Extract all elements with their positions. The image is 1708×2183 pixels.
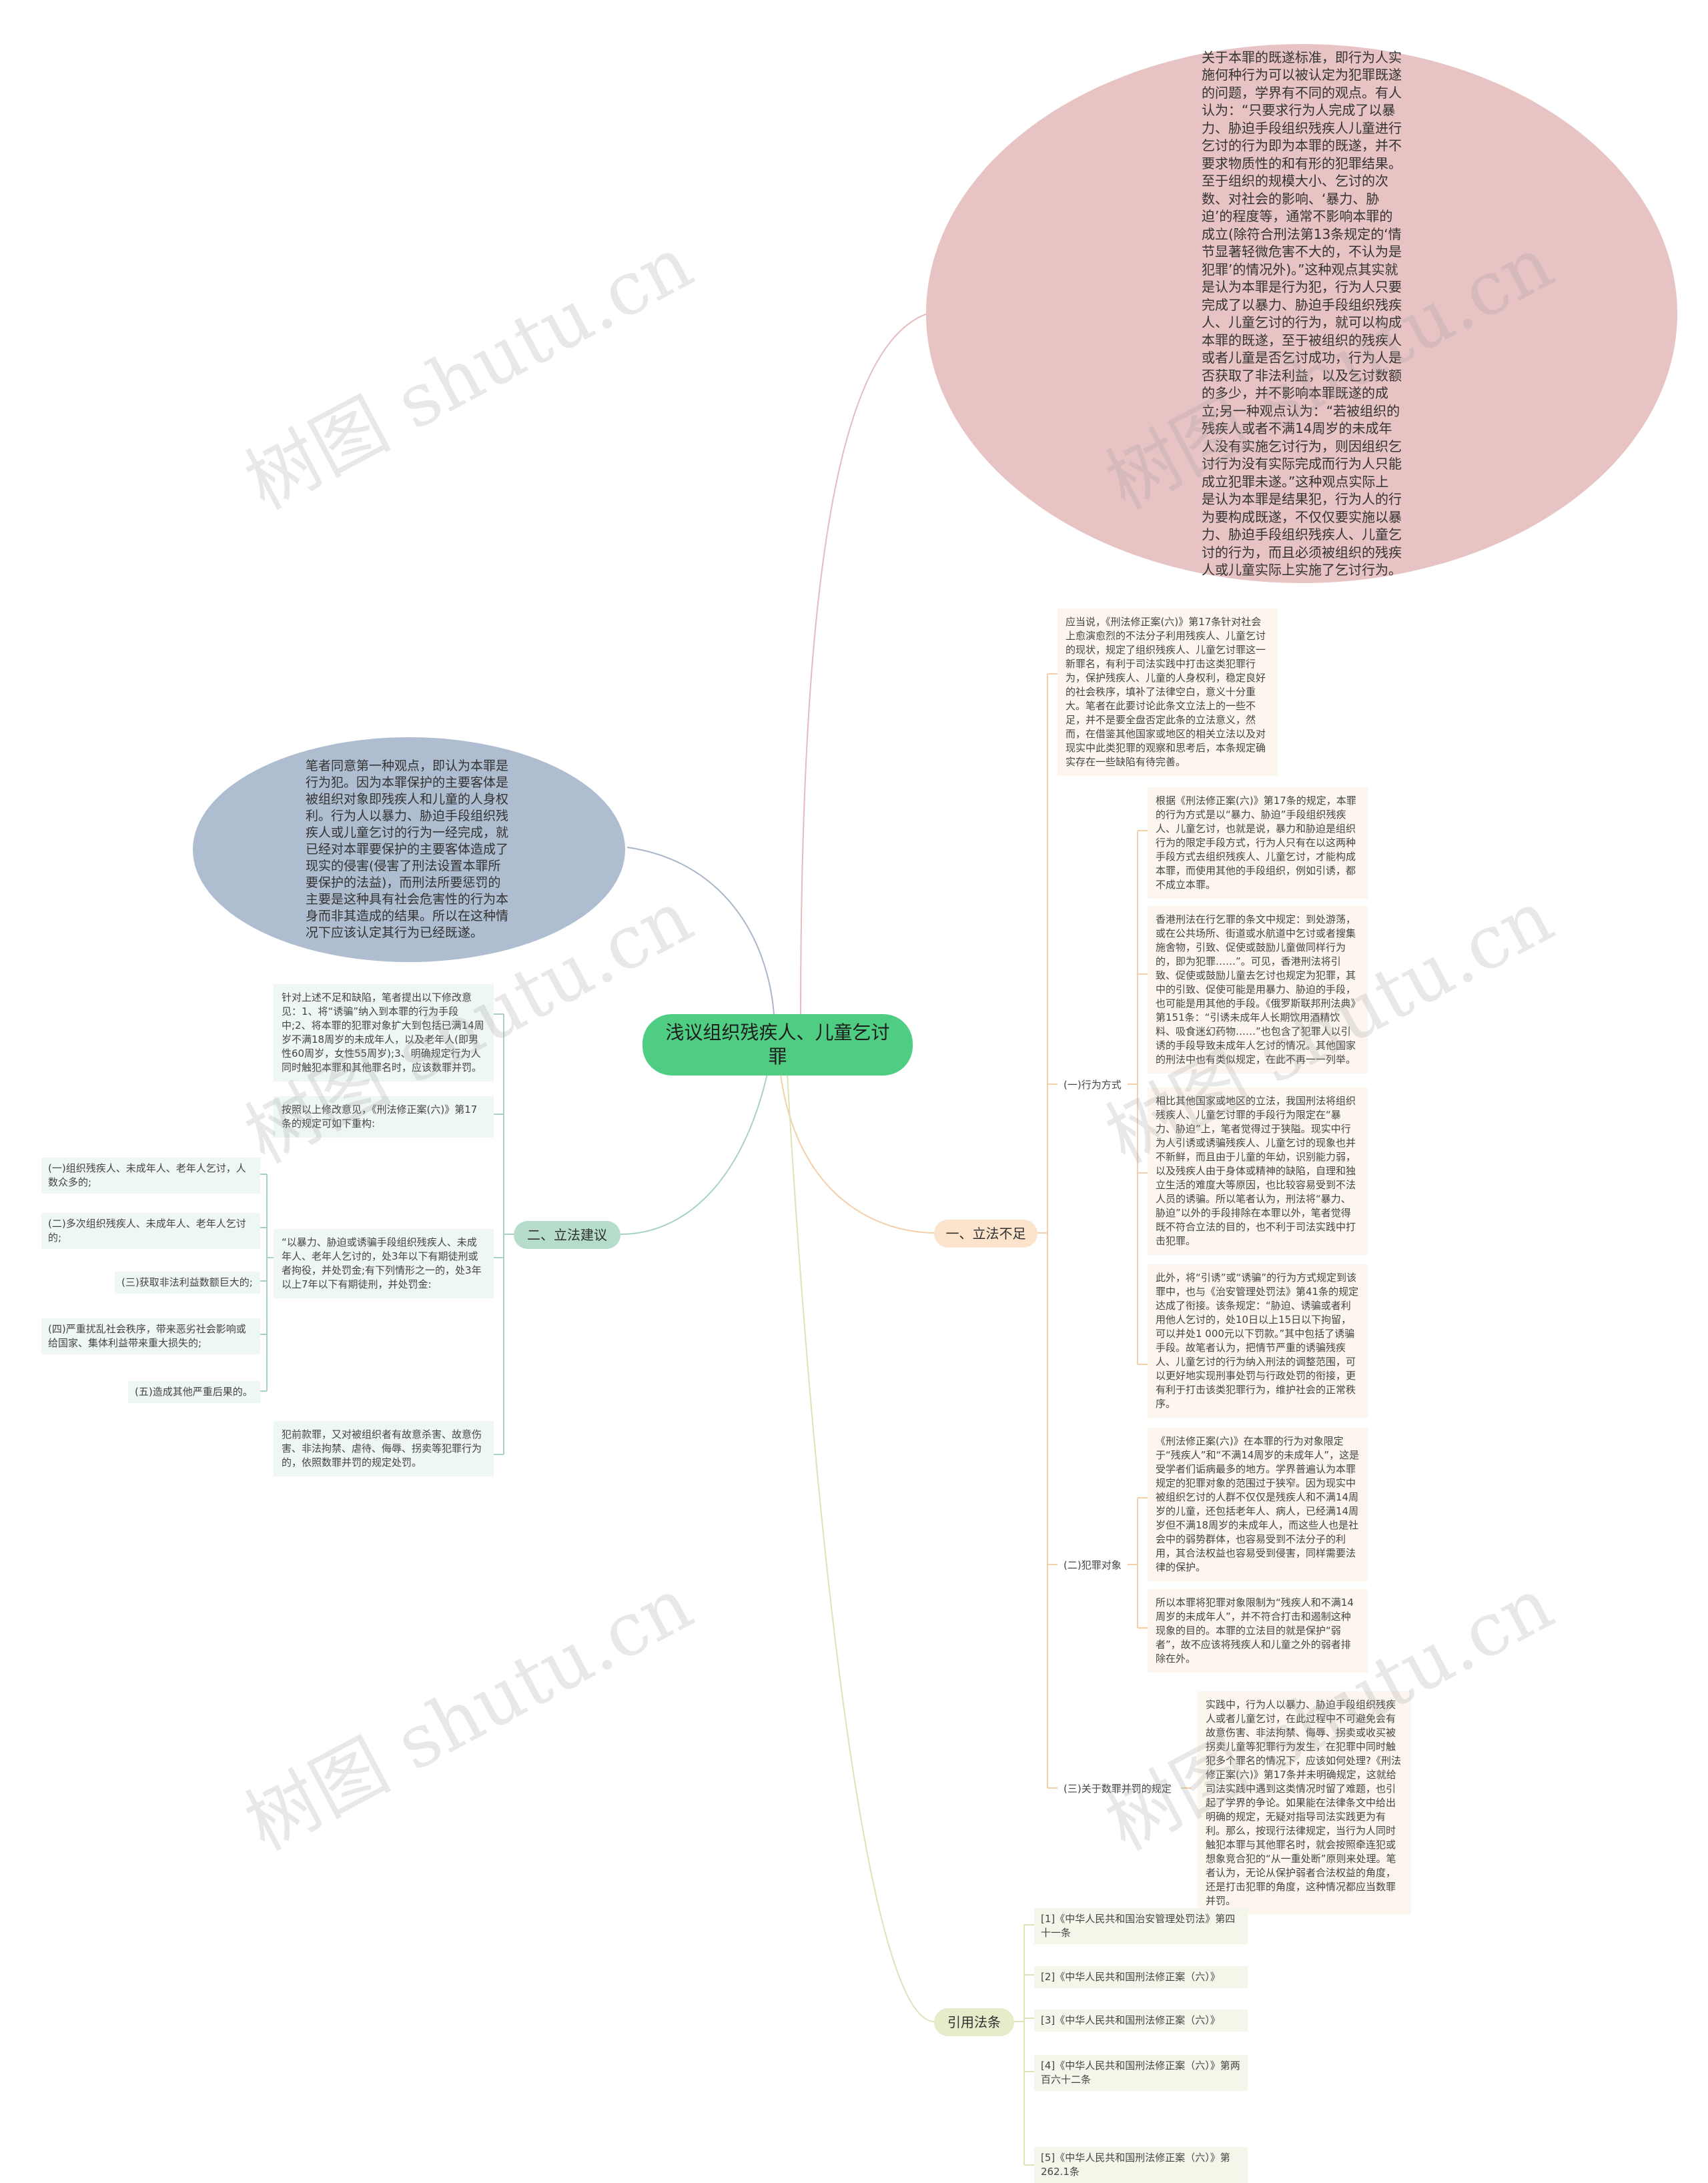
shortcomings-intro-text: 应当说，《刑法修正案(六)》第17条针对社会上愈演愈烈的不法分子利用残疾人、儿童…	[1065, 616, 1266, 768]
pink-ellipse-node[interactable]: 关于本罪的既遂标准，即行为人实施何种行为可以被认定为犯罪既遂的问题，学界有不同的…	[926, 44, 1677, 583]
reference-item-2[interactable]: [2]《中华人民共和国刑法修正案（六）》	[1034, 1966, 1248, 1988]
branch-references[interactable]: 引用法条	[934, 2008, 1014, 2036]
behavior-card-1-text: 根据《刑法修正案(六)》第17条的规定，本罪的行为方式是以“暴力、胁迫”手段组织…	[1156, 795, 1356, 891]
legislation-item-4-text: (四)严重扰乱社会秩序，带来恶劣社会影响或给国家、集体利益带来重大损失的;	[48, 1323, 246, 1349]
legislation-card-3-text: “以暴力、胁迫或诱骗手段组织残疾人、未成年人、老年人乞讨的，处3年以下有期徒刑或…	[282, 1236, 482, 1290]
central-topic-label: 浅议组织残疾人、儿童乞讨罪	[665, 1021, 890, 1067]
link-center-references	[787, 1073, 935, 2022]
legislation-item-1-text: (一)组织残疾人、未成年人、老年人乞讨，人数众多的;	[48, 1162, 246, 1188]
branch-references-label: 引用法条	[947, 2014, 1001, 2030]
reference-item-1[interactable]: [1]《中华人民共和国治安管理处罚法》第四十一条	[1034, 1908, 1248, 1944]
behavior-card-1: 根据《刑法修正案(六)》第17条的规定，本罪的行为方式是以“暴力、胁迫”手段组织…	[1148, 787, 1368, 899]
link-center-legislation	[620, 1073, 768, 1235]
legislation-card-2: 按照以上修改意见，《刑法修正案(六)》第17条的规定可如下重构:	[274, 1096, 494, 1138]
reference-item-4-text: [4]《中华人民共和国刑法修正案（六）》第两百六十二条	[1041, 2060, 1240, 2086]
object-card-2-text: 所以本罪将犯罪对象限制为“残疾人和不满14周岁的未成年人”，并不符合打击和遏制这…	[1156, 1597, 1354, 1665]
behavior-card-2: 香港刑法在行乞罪的条文中规定：到处游荡，或在公共场所、街道或水航道中乞讨或者搜集…	[1148, 906, 1368, 1073]
reference-item-5-text: [5]《中华人民共和国刑法修正案（六）》第262.1条	[1041, 2152, 1230, 2178]
legislation-item-1: (一)组织残疾人、未成年人、老年人乞讨，人数众多的;	[41, 1158, 260, 1194]
behavior-card-4: 此外，将“引诱”或“诱骗”的行为方式规定到该罪中，也与《治安管理处罚法》第41条…	[1148, 1264, 1368, 1418]
combined-card-1-text: 实践中，行为人以暴力、胁迫手段组织残疾人或者儿童乞讨，在此过程中不可避免会有故意…	[1206, 1699, 1401, 1907]
behavior-card-3: 相比其他国家或地区的立法，我国刑法将组织残疾人、儿童乞讨罪的手段行为限定在“暴力…	[1148, 1087, 1368, 1255]
branch-legislation[interactable]: 二、立法建议	[514, 1221, 620, 1249]
object-card-1-text: 《刑法修正案(六)》在本罪的行为对象限定于“残疾人”和“不满14周岁的未成年人”…	[1156, 1435, 1360, 1573]
legislation-item-2: (二)多次组织残疾人、未成年人、老年人乞讨的;	[41, 1213, 260, 1249]
legislation-item-5: (五)造成其他严重后果的。	[128, 1381, 260, 1403]
object-card-2: 所以本罪将犯罪对象限制为“残疾人和不满14周岁的未成年人”，并不符合打击和遏制这…	[1148, 1589, 1368, 1673]
reference-item-5[interactable]: [5]《中华人民共和国刑法修正案（六）》第262.1条	[1034, 2147, 1248, 2183]
slate-ellipse-text: 笔者同意第一种观点，即认为本罪是行为犯。因为本罪保护的主要客体是被组织对象即残疾…	[306, 759, 509, 940]
branch-shortcomings-label: 一、立法不足	[945, 1226, 1026, 1242]
slate-ellipse-node[interactable]: 笔者同意第一种观点，即认为本罪是行为犯。因为本罪保护的主要客体是被组织对象即残疾…	[193, 737, 625, 962]
reference-item-3[interactable]: [3]《中华人民共和国刑法修正案（六）》	[1034, 2010, 1248, 2032]
legislation-card-4-text: 犯前款罪，又对被组织者有故意杀害、故意伤害、非法拘禁、虐待、侮辱、拐卖等犯罪行为…	[282, 1428, 482, 1468]
legislation-item-3-text: (三)获取非法利益数额巨大的;	[121, 1276, 253, 1288]
behavior-card-2-text: 香港刑法在行乞罪的条文中规定：到处游荡，或在公共场所、街道或水航道中乞讨或者搜集…	[1156, 913, 1356, 1065]
sub-crime-object[interactable]: (二)犯罪对象	[1061, 1557, 1128, 1573]
sub-combined-punishment[interactable]: (三)关于数罪并罚的规定	[1061, 1781, 1184, 1797]
combined-card-1: 实践中，行为人以暴力、胁迫手段组织残疾人或者儿童乞讨，在此过程中不可避免会有故意…	[1198, 1691, 1411, 1915]
pink-ellipse-text: 关于本罪的既遂标准，即行为人实施何种行为可以被认定为犯罪既遂的问题，学界有不同的…	[1202, 49, 1402, 578]
legislation-card-1-text: 针对上述不足和缺陷，笔者提出以下修改意见：1、将“诱骗”纳入到本罪的行为手段中;…	[282, 991, 484, 1073]
behavior-card-4-text: 此外，将“引诱”或“诱骗”的行为方式规定到该罪中，也与《治安管理处罚法》第41条…	[1156, 1272, 1359, 1410]
reference-item-3-text: [3]《中华人民共和国刑法修正案（六）》	[1041, 2014, 1220, 2026]
legislation-card-2-text: 按照以上修改意见，《刑法修正案(六)》第17条的规定可如下重构:	[282, 1104, 478, 1130]
object-card-1: 《刑法修正案(六)》在本罪的行为对象限定于“残疾人”和“不满14周岁的未成年人”…	[1148, 1428, 1368, 1581]
legislation-card-3: “以暴力、胁迫或诱骗手段组织残疾人、未成年人、老年人乞讨的，处3年以下有期徒刑或…	[274, 1229, 494, 1298]
shortcomings-intro: 应当说，《刑法修正案(六)》第17条针对社会上愈演愈烈的不法分子利用残疾人、儿童…	[1057, 608, 1278, 776]
legislation-item-5-text: (五)造成其他严重后果的。	[135, 1386, 253, 1398]
sub-crime-object-label: (二)犯罪对象	[1063, 1559, 1122, 1571]
legislation-item-4: (四)严重扰乱社会秩序，带来恶劣社会影响或给国家、集体利益带来重大损失的;	[41, 1318, 260, 1354]
branch-shortcomings[interactable]: 一、立法不足	[934, 1220, 1037, 1248]
sub-combined-punishment-label: (三)关于数罪并罚的规定	[1063, 1783, 1172, 1795]
legislation-item-2-text: (二)多次组织残疾人、未成年人、老年人乞讨的;	[48, 1218, 246, 1244]
behavior-card-3-text: 相比其他国家或地区的立法，我国刑法将组织残疾人、儿童乞讨罪的手段行为限定在“暴力…	[1156, 1095, 1356, 1247]
legislation-card-4: 犯前款罪，又对被组织者有故意杀害、故意伤害、非法拘禁、虐待、侮辱、拐卖等犯罪行为…	[274, 1421, 494, 1476]
reference-item-2-text: [2]《中华人民共和国刑法修正案（六）》	[1041, 1971, 1220, 1983]
branch-legislation-label: 二、立法建议	[527, 1227, 607, 1243]
sub-behavior-mode[interactable]: (一)行为方式	[1061, 1077, 1128, 1093]
central-topic[interactable]: 浅议组织残疾人、儿童乞讨罪	[643, 1014, 913, 1075]
link-center-pink	[800, 313, 928, 1021]
legislation-card-1: 针对上述不足和缺陷，笔者提出以下修改意见：1、将“诱骗”纳入到本罪的行为手段中;…	[274, 984, 494, 1081]
reference-item-1-text: [1]《中华人民共和国治安管理处罚法》第四十一条	[1041, 1913, 1236, 1939]
reference-item-4[interactable]: [4]《中华人民共和国刑法修正案（六）》第两百六十二条	[1034, 2055, 1248, 2091]
sub-behavior-mode-label: (一)行为方式	[1063, 1079, 1122, 1091]
legislation-item-3: (三)获取非法利益数额巨大的;	[115, 1272, 260, 1294]
link-center-slate	[626, 847, 775, 1015]
link-center-shortcomings	[780, 1073, 935, 1234]
